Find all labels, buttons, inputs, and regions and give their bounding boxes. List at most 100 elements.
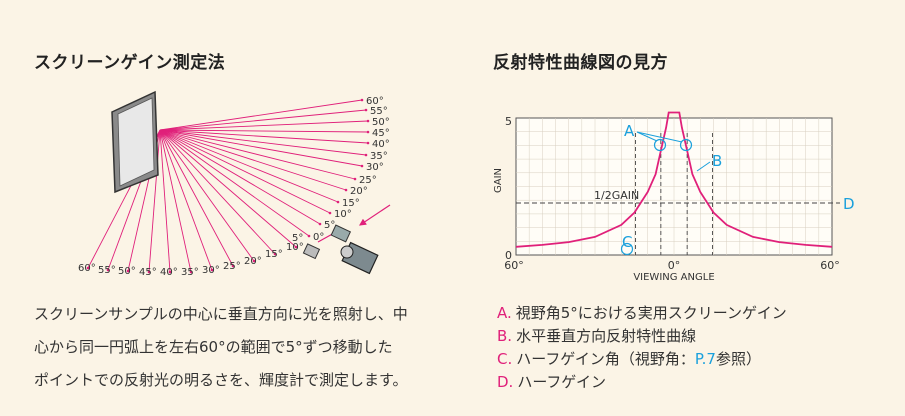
lower-angle-label: 35°	[181, 267, 199, 278]
ray-end-point	[189, 270, 193, 274]
luminance-meter	[340, 241, 379, 275]
measurement-ray	[159, 129, 331, 214]
measurement-ray	[159, 129, 369, 144]
measurement-ray	[159, 129, 363, 167]
ray-end-point	[366, 130, 370, 134]
measurement-ray	[159, 129, 192, 273]
ray-end-point	[328, 211, 332, 215]
ray-end-point	[336, 200, 340, 204]
y-tick-label-low: 0	[505, 249, 512, 262]
legend-text: ハーフゲイン角（視野角：	[516, 350, 695, 368]
legend-item-c: C.ハーフゲイン角（視野角：P.7参照）	[497, 348, 787, 371]
measurement-ray	[159, 129, 321, 225]
ray-end-point	[106, 268, 110, 272]
measurement-ray	[159, 109, 367, 131]
lower-angle-label: 20°	[244, 256, 262, 267]
ray-end-point	[366, 119, 370, 123]
ray-end-point	[364, 108, 368, 112]
y-tick-label-high: 5	[505, 115, 512, 128]
marker-d-label: D	[843, 195, 855, 213]
lower-angle-label: 40°	[160, 267, 178, 278]
upper-angle-label: 50°	[372, 117, 390, 128]
ray-end-point	[86, 266, 90, 270]
description-line: 心から同一円弧上を左右60°の範囲で5°ずつ移動した	[34, 338, 393, 356]
marker-b-label: B	[712, 152, 722, 170]
marker-c-circle	[620, 242, 634, 256]
ray-end-point	[294, 245, 298, 249]
curve-guide-title: 反射特性曲線図の見方	[493, 53, 668, 73]
x-tick-label-right: 60°	[820, 259, 840, 272]
ray-end-point	[168, 270, 172, 274]
lower-angle-label: 10°	[286, 242, 304, 253]
upper-angle-labels: 60°55°50°45°40°35°30°25°20°15°10°5°0°	[313, 96, 390, 243]
marker-a-left-circle	[653, 138, 667, 152]
ray-end-point	[231, 264, 235, 268]
legend-key: D.	[497, 373, 514, 391]
reflection-curve-chart: 1/2GAIN GAIN VIEWING ANGLE 0 5 60° 0° 60…	[493, 111, 855, 283]
measurement-ray	[159, 129, 310, 237]
upper-angle-label: 10°	[334, 209, 352, 220]
description-line: スクリーンサンプルの中心に垂直方向に光を照射し、中	[34, 305, 408, 323]
lower-angle-labels: 60°55°50°45°40°35°30°25°20°15°10°5°	[78, 233, 304, 278]
legend-item-b: B.水平垂直方向反射特性曲線	[497, 325, 787, 348]
measurement-ray	[148, 129, 161, 273]
y-axis-label: GAIN	[493, 168, 504, 193]
half-gain-angle-lines	[635, 133, 713, 255]
measurement-rays	[86, 98, 370, 274]
lower-angle-label: 5°	[292, 233, 303, 244]
measurement-method-title: スクリーンゲイン測定法	[34, 53, 226, 73]
legend-item-d: D.ハーフゲイン	[497, 371, 787, 394]
lower-angle-label: 15°	[265, 249, 283, 260]
upper-angle-label: 30°	[366, 162, 384, 173]
measurement-ray	[159, 129, 276, 255]
lower-angle-label: 55°	[98, 265, 116, 276]
description-line: ポイントでの反射光の明るさを、輝度計で測定します。	[34, 371, 408, 389]
x-axis-label: VIEWING ANGLE	[633, 272, 714, 283]
upper-angle-label: 0°	[313, 232, 324, 243]
measurement-ray	[159, 129, 297, 248]
upper-angle-label: 20°	[350, 186, 368, 197]
legend-key: B.	[497, 327, 513, 345]
measurement-description: スクリーンサンプルの中心に垂直方向に光を照射し、中 心から同一円弧上を左右60°…	[34, 298, 474, 397]
half-gain-label: 1/2GAIN	[594, 189, 639, 202]
measurement-ray	[159, 129, 347, 191]
upper-angle-label: 25°	[359, 175, 377, 186]
legend-key: C.	[497, 350, 513, 368]
ray-end-point	[364, 153, 368, 157]
ray-end-point	[318, 222, 322, 226]
upper-angle-label: 55°	[370, 106, 388, 117]
marker-c-label: C	[622, 233, 632, 251]
measurement-ray	[159, 129, 339, 203]
chart-legend: A.視野角5°における実用スクリーンゲイン B.水平垂直方向反射特性曲線 C.ハ…	[497, 302, 787, 394]
legend-text: ハーフゲイン	[517, 373, 606, 391]
measurement-ray	[159, 129, 255, 262]
legend-text-suffix: 参照）	[715, 350, 761, 368]
upper-angle-label: 15°	[342, 198, 360, 209]
marker-a-right-circle	[679, 138, 693, 152]
measurement-ray	[159, 129, 367, 156]
ray-end-point	[147, 270, 151, 274]
legend-item-a: A.視野角5°における実用スクリーンゲイン	[497, 302, 787, 325]
ray-end-point	[126, 269, 130, 273]
ray-end-point	[307, 234, 311, 238]
measurement-ray	[159, 129, 234, 267]
measurement-ray	[159, 129, 213, 271]
lower-angle-label: 30°	[202, 265, 220, 276]
ray-end-point	[210, 268, 214, 272]
page-reference-link[interactable]: P.7	[694, 350, 716, 368]
ray-end-point	[273, 252, 277, 256]
lower-angle-label: 60°	[78, 263, 96, 274]
ray-end-point	[360, 98, 364, 102]
upper-angle-label: 5°	[324, 220, 335, 231]
ray-end-point	[360, 164, 364, 168]
lower-angle-label: 25°	[223, 261, 241, 272]
measurement-ray	[159, 129, 369, 133]
reflection-curve	[515, 111, 833, 248]
upper-angle-label: 35°	[370, 151, 388, 162]
ray-end-point	[252, 259, 256, 263]
upper-angle-label: 45°	[372, 128, 390, 139]
ray-end-point	[366, 141, 370, 145]
legend-text: 水平垂直方向反射特性曲線	[516, 327, 697, 345]
measurement-diagram: 60°55°50°45°40°35°30°25°20°15°10°5°0° 60…	[78, 90, 391, 278]
measurement-ray	[159, 129, 356, 180]
